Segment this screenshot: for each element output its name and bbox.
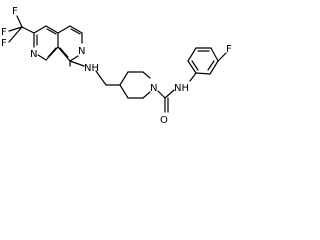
chemical-structure-diagram: F F F N N NH N O NH F	[1, 6, 232, 126]
bond	[189, 72, 197, 82]
bond	[142, 71, 151, 79]
atom-label-f-aryl: F	[226, 44, 232, 55]
bond	[69, 25, 83, 34]
atom-labels: F F F N N NH N O NH F	[1, 6, 232, 126]
atom-label-o-carbonyl: O	[160, 115, 168, 126]
atom-label-n-naphthyridine-6: N	[78, 46, 85, 57]
atom-label-n-piperidine: N	[150, 83, 157, 94]
bond	[164, 89, 175, 99]
atom-label-f-top: F	[12, 6, 18, 17]
bond	[187, 47, 197, 62]
bond	[191, 60, 199, 71]
bond	[57, 25, 71, 34]
bond	[21, 26, 35, 34]
bond	[46, 28, 57, 35]
bond	[217, 52, 227, 62]
bond	[157, 90, 166, 99]
bond	[47, 47, 57, 58]
atom-label-nh-amine: NH	[84, 63, 99, 74]
bond	[45, 46, 59, 61]
atom-label-n-naphthyridine-1: N	[30, 49, 37, 60]
bond	[8, 26, 23, 32]
bond	[210, 47, 219, 62]
bond	[69, 60, 85, 67]
bond	[37, 54, 47, 61]
bond	[142, 91, 151, 99]
bond	[119, 71, 129, 86]
atom-label-f-left-upper: F	[1, 27, 7, 38]
atom-label-nh-amide: NH	[174, 83, 189, 94]
bond	[207, 60, 215, 71]
bond	[16, 15, 23, 28]
bonds	[8, 15, 227, 113]
bond	[209, 60, 219, 75]
bond	[8, 26, 23, 43]
bond	[33, 25, 47, 34]
bond	[57, 46, 71, 62]
bond	[187, 60, 197, 74]
bond	[45, 25, 59, 34]
bond	[119, 84, 129, 99]
bond	[70, 28, 81, 35]
bond	[59, 47, 69, 58]
bond	[69, 55, 79, 62]
bond	[195, 72, 211, 75]
bond	[95, 70, 107, 86]
atom-label-f-left-lower: F	[1, 38, 7, 49]
